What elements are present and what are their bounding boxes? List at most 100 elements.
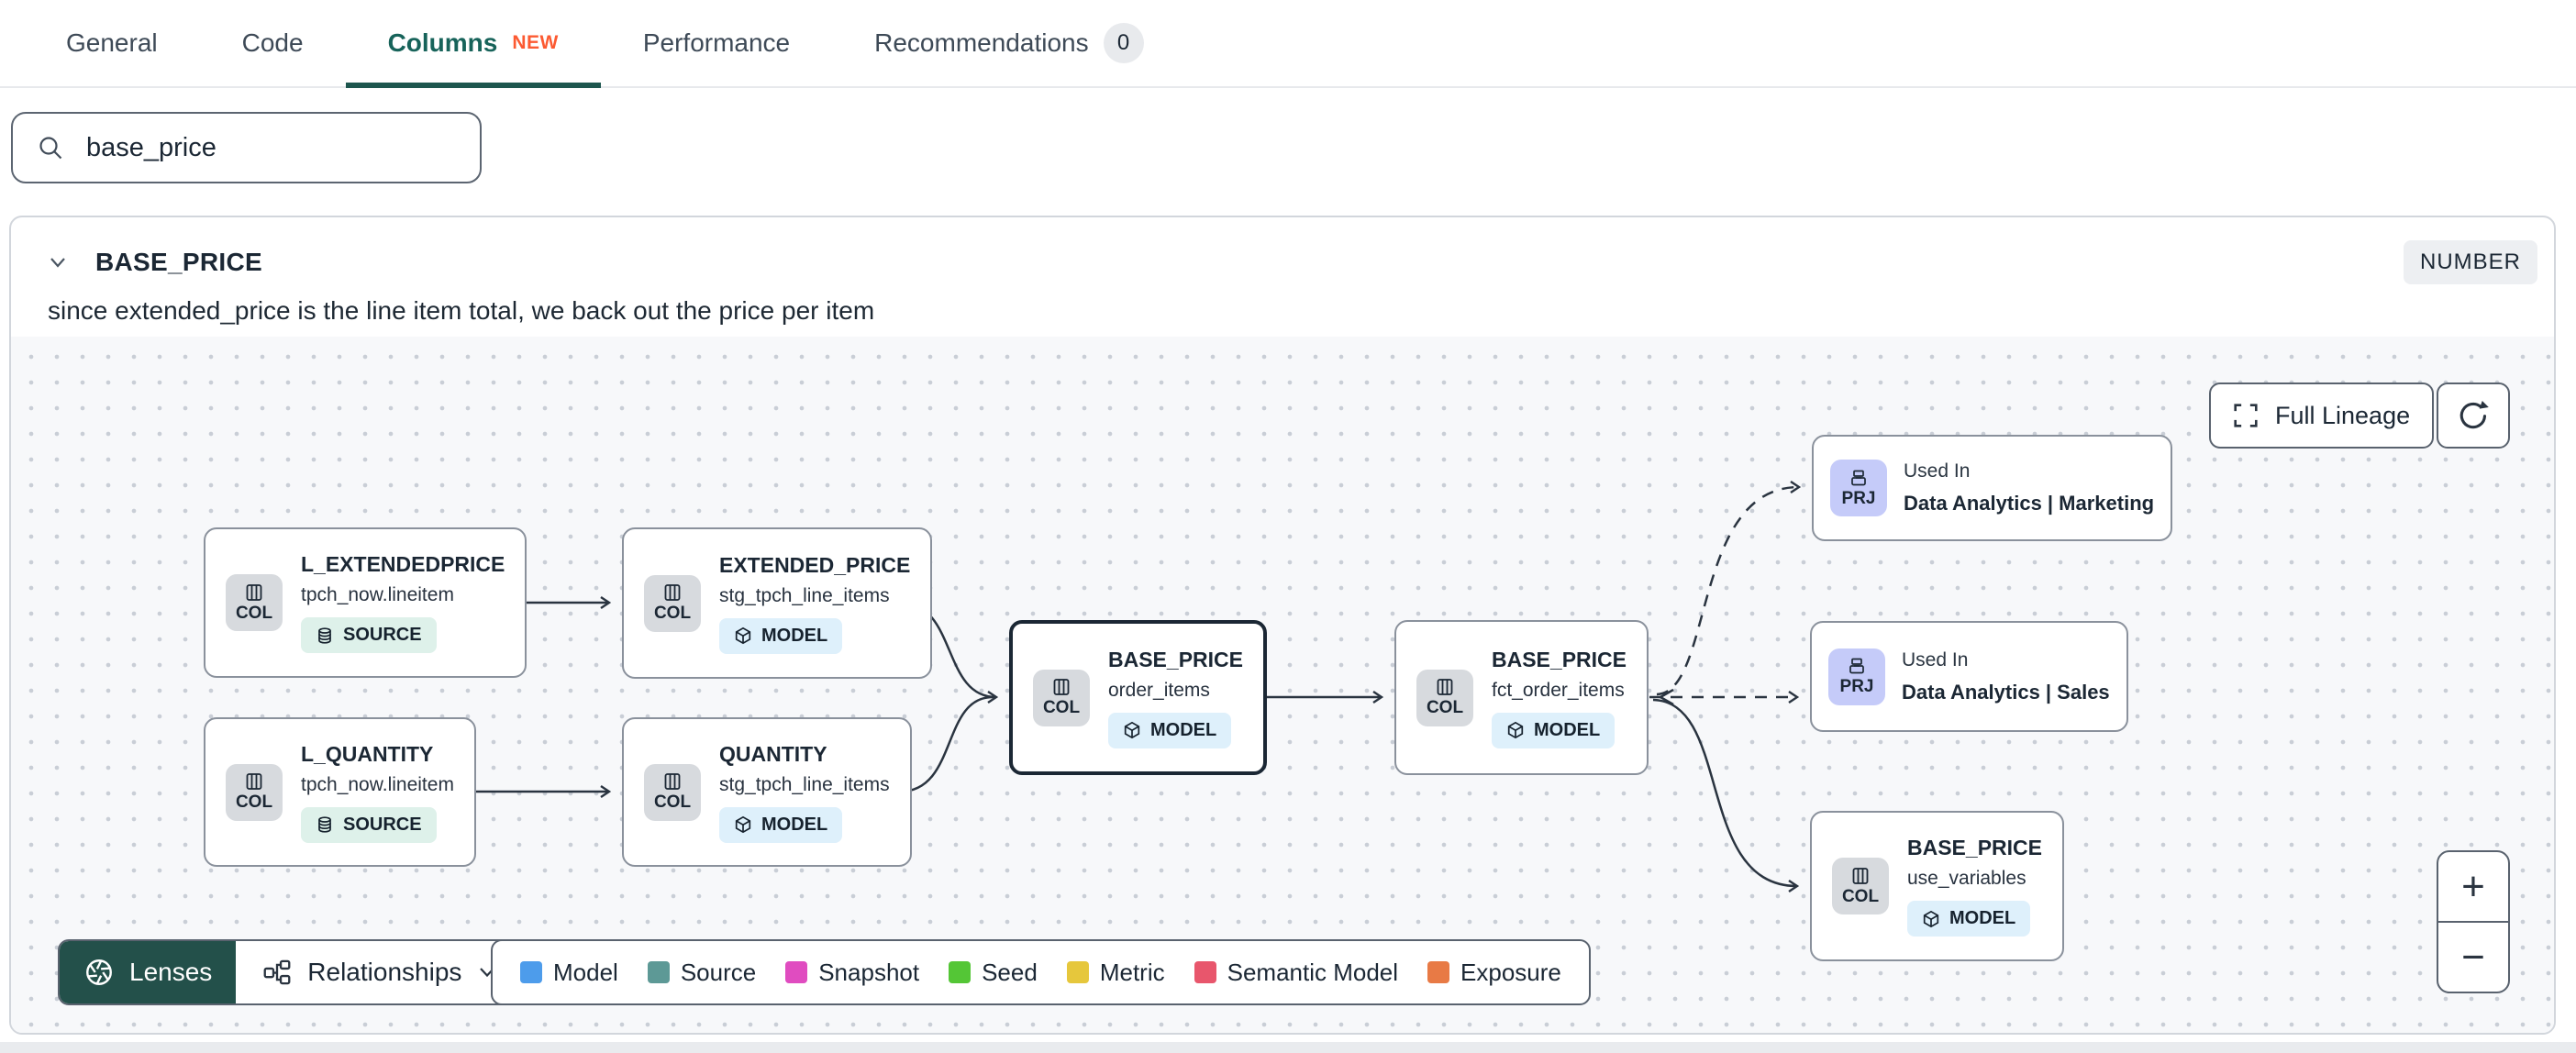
- legend-swatch: [1194, 961, 1216, 983]
- lineage-node-base-price-fct-order-items[interactable]: COL BASE_PRICE fct_order_items MODEL: [1394, 620, 1649, 775]
- resource-badge: MODEL: [719, 617, 843, 654]
- cube-icon: [735, 815, 751, 834]
- legend-swatch: [520, 961, 542, 983]
- cube-icon: [1923, 910, 1939, 927]
- legend-item: Model: [520, 959, 618, 987]
- node-subtitle: stg_tpch_line_items: [719, 584, 890, 606]
- legend-label: Seed: [982, 958, 1038, 986]
- tab-label: Recommendations: [874, 28, 1089, 57]
- legend-item: Snapshot: [785, 959, 919, 987]
- node-title: EXTENDED_PRICE: [719, 552, 911, 577]
- zoom-in-button[interactable]: +: [2461, 863, 2485, 909]
- lenses-button[interactable]: Lenses: [60, 941, 237, 1003]
- tab-label: Code: [241, 28, 304, 57]
- columns-icon: [664, 584, 681, 601]
- edge-junction-arrow: [1658, 688, 1674, 706]
- tab-recommendations[interactable]: Recommendations 0: [832, 0, 1185, 86]
- database-icon: [318, 626, 331, 644]
- tab-label: Performance: [642, 28, 791, 57]
- column-tile: COL: [226, 763, 283, 821]
- search-icon: [37, 134, 64, 161]
- bottom-scroll-track[interactable]: [0, 1042, 2576, 1053]
- edge: [899, 695, 994, 793]
- lineage-node-l-quantity[interactable]: COL L_QUANTITY tpch_now.lineitem SOURCE: [204, 717, 476, 867]
- node-title: QUANTITY: [719, 741, 827, 766]
- tile-label: COL: [653, 604, 692, 623]
- legend-swatch: [1066, 961, 1089, 983]
- resource-legend: Model Source Snapshot Seed Metric Semant…: [491, 939, 1591, 1005]
- aperture-icon: [86, 959, 112, 985]
- node-subtitle: order_items: [1108, 679, 1210, 701]
- resource-label: SOURCE: [343, 625, 422, 645]
- lineage-node-base-price-order-items[interactable]: COL BASE_PRICE order_items MODEL: [1009, 620, 1267, 775]
- lineage-node-l-extendedprice[interactable]: COL L_EXTENDEDPRICE tpch_now.lineitem SO…: [204, 527, 527, 678]
- lineage-toolbar: Lenses Relationships: [58, 939, 527, 1005]
- tab-code[interactable]: Code: [200, 0, 346, 86]
- column-tile: COL: [644, 763, 701, 821]
- cube-icon: [1124, 721, 1140, 739]
- database-icon: [318, 816, 331, 833]
- legend-item: Seed: [949, 959, 1038, 987]
- resource-badge: MODEL: [1492, 712, 1616, 748]
- drawers-icon: [1851, 470, 1866, 485]
- tab-label: Columns: [387, 28, 498, 57]
- columns-icon: [664, 773, 681, 790]
- used-in-label: Used In: [1904, 460, 1971, 482]
- lineage-canvas[interactable]: COL L_EXTENDEDPRICE tpch_now.lineitem SO…: [11, 337, 2554, 1033]
- legend-swatch: [1427, 961, 1450, 983]
- tab-general[interactable]: General: [66, 0, 200, 86]
- node-subtitle: tpch_now.lineitem: [301, 584, 454, 605]
- node-text: L_EXTENDEDPRICE tpch_now.lineitem SOURCE: [301, 552, 505, 653]
- count-badge: 0: [1103, 23, 1144, 63]
- zoom-out-button[interactable]: −: [2438, 921, 2508, 992]
- legend-swatch: [647, 961, 670, 983]
- new-badge: NEW: [512, 32, 559, 53]
- node-text: QUANTITY stg_tpch_line_items MODEL: [719, 742, 890, 843]
- tile-label: PRJ: [1841, 488, 1876, 508]
- column-name: BASE_PRICE: [95, 248, 262, 276]
- lineage-node-exposure-marketing[interactable]: PRJ Used In Data Analytics | Marketing: [1812, 435, 2173, 541]
- node-title: Data Analytics | Marketing: [1904, 492, 2155, 515]
- edge: [1652, 698, 1800, 892]
- column-tile: COL: [1416, 669, 1473, 726]
- resource-label: SOURCE: [343, 814, 422, 835]
- lineage-edges: [471, 481, 1802, 892]
- lineage-node-base-price-use-variables[interactable]: COL BASE_PRICE use_variables MODEL: [1810, 811, 2064, 961]
- relationships-label: Relationships: [307, 958, 462, 986]
- tab-columns[interactable]: Columns NEW: [345, 0, 602, 88]
- project-tile: PRJ: [1828, 648, 1885, 705]
- chevron-down-icon[interactable]: [48, 256, 68, 270]
- search-input[interactable]: [86, 132, 456, 163]
- full-lineage-button[interactable]: Full Lineage: [2209, 382, 2435, 449]
- search-box[interactable]: [11, 112, 482, 183]
- refresh-icon: [2459, 400, 2489, 429]
- column-tile: COL: [226, 574, 283, 631]
- legend-swatch: [949, 961, 972, 983]
- node-title: BASE_PRICE: [1907, 836, 2042, 859]
- resource-badge: MODEL: [1108, 712, 1232, 748]
- cube-icon: [1507, 721, 1524, 739]
- columns-icon: [1437, 679, 1453, 695]
- lineage-node-quantity[interactable]: COL QUANTITY stg_tpch_line_items MODEL: [622, 717, 912, 867]
- resource-label: MODEL: [761, 625, 828, 646]
- node-title: L_EXTENDEDPRICE: [301, 552, 505, 576]
- node-title: BASE_PRICE: [1108, 647, 1243, 671]
- lineage-node-extended-price[interactable]: COL EXTENDED_PRICE stg_tpch_line_items M…: [622, 527, 933, 679]
- refresh-button[interactable]: [2437, 382, 2510, 449]
- legend-label: Metric: [1099, 958, 1165, 986]
- legend-swatch: [785, 961, 808, 983]
- columns-icon: [246, 773, 262, 790]
- tile-label: COL: [1841, 886, 1880, 906]
- node-subtitle: stg_tpch_line_items: [719, 773, 890, 795]
- node-subtitle: fct_order_items: [1492, 679, 1625, 701]
- tab-bar: General Code Columns NEW Performance Rec…: [0, 0, 2576, 88]
- relationships-dropdown[interactable]: Relationships: [236, 941, 524, 1003]
- resource-label: MODEL: [761, 814, 828, 835]
- lineage-node-exposure-sales[interactable]: PRJ Used In Data Analytics | Sales: [1810, 621, 2128, 732]
- edge: [1656, 481, 1802, 696]
- resource-label: MODEL: [1949, 908, 2016, 928]
- node-text: L_QUANTITY tpch_now.lineitem SOURCE: [301, 742, 454, 843]
- tab-performance[interactable]: Performance: [601, 0, 832, 86]
- full-lineage-label: Full Lineage: [2275, 401, 2411, 429]
- legend-label: Source: [680, 958, 757, 986]
